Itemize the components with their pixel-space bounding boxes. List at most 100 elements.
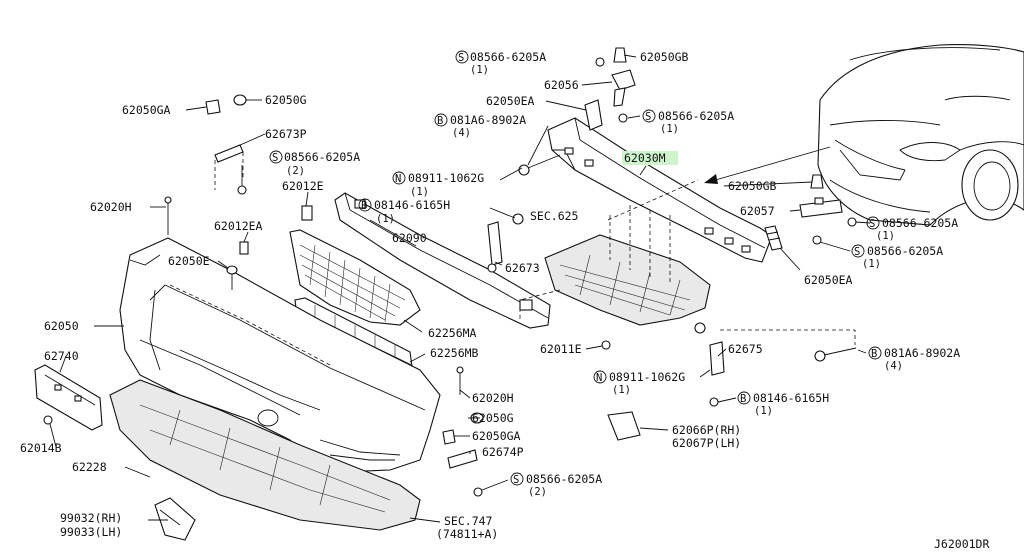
clip-62012ea <box>239 241 249 255</box>
label-08911-a: 08911-1062G <box>408 171 484 185</box>
clip-62050ga-top <box>205 99 221 115</box>
label-62066p: 62066P(RH) <box>672 423 741 437</box>
label-08566-c-qty: (1) <box>470 64 489 76</box>
label-62050: 62050 <box>44 319 79 333</box>
label-081a6-a-qty: (4) <box>452 127 471 139</box>
symbol-n: N <box>596 372 602 384</box>
symbol-b: B <box>871 348 877 360</box>
label-08566-d-qty: (1) <box>660 123 679 135</box>
clip-62050gb-right <box>810 174 824 189</box>
label-62012ea: 62012EA <box>214 219 263 233</box>
label-62050g-mid: 62050G <box>472 411 514 425</box>
label-62050ga-top: 62050GA <box>122 103 171 117</box>
label-sec747: SEC.747 <box>444 514 493 528</box>
label-62020h-mid: 62020H <box>472 391 514 405</box>
label-62050e: 62050E <box>168 254 210 268</box>
symbol-s: S <box>645 111 651 123</box>
label-62674p: 62674P <box>482 445 524 459</box>
symbol-s: S <box>272 152 278 164</box>
diagram-id: J62001DR <box>934 537 989 551</box>
label-08146-a: 08146-6165H <box>374 198 450 212</box>
symbol-b: B <box>361 200 367 212</box>
label-08566-f-qty: (1) <box>862 258 881 270</box>
label-99032: 99032(RH) <box>60 511 122 525</box>
label-08566-b: 08566-6205A <box>526 472 602 486</box>
label-62673: 62673 <box>505 261 540 275</box>
under-cover-62228 <box>109 379 421 531</box>
label-62050gb-right: 62050GB <box>728 179 777 193</box>
label-081a6-a: 081A6-8902A <box>450 113 526 127</box>
label-62057: 62057 <box>740 204 775 218</box>
label-62090: 62090 <box>392 231 427 245</box>
symbol-n: N <box>395 173 401 185</box>
car-silhouette <box>817 44 1024 226</box>
clip-62050ga-mid <box>442 429 456 445</box>
label-62050g-top: 62050G <box>265 93 307 107</box>
symbol-b: B <box>437 115 443 127</box>
clip-62014b <box>43 415 53 425</box>
label-62673p: 62673P <box>265 127 307 141</box>
label-08911-b: 08911-1062G <box>609 370 685 384</box>
label-62675: 62675 <box>728 342 763 356</box>
bracket-62673 <box>487 221 503 266</box>
label-08566-e-qty: (1) <box>876 230 895 242</box>
bracket-62050ea-right <box>764 225 783 251</box>
label-62012e: 62012E <box>282 179 324 193</box>
label-08566-a-qty: (2) <box>286 165 305 177</box>
label-08146-b-qty: (1) <box>754 405 773 417</box>
grille-62256ma <box>289 229 421 326</box>
label-62030m: 62030M <box>624 151 666 165</box>
label-62014b: 62014B <box>20 441 62 455</box>
highlight-62030m <box>622 151 678 165</box>
symbol-b: B <box>740 393 746 405</box>
label-08566-d: 08566-6205A <box>658 109 734 123</box>
label-62067p: 62067P(LH) <box>672 436 741 450</box>
fasteners <box>164 57 857 497</box>
label-62228: 62228 <box>72 460 107 474</box>
bracket-62674p <box>447 449 478 469</box>
support-frame <box>544 205 711 326</box>
clip-62050gb-top <box>613 47 627 63</box>
bracket-62057 <box>799 197 843 218</box>
symbol-s: S <box>513 474 519 486</box>
label-62011e: 62011E <box>540 342 582 356</box>
reinforcement-62030m <box>547 117 773 263</box>
label-08911-b-qty: (1) <box>612 384 631 396</box>
symbol-s: S <box>458 52 464 64</box>
license-bracket-62740 <box>34 364 103 431</box>
leader-lines <box>49 54 871 523</box>
absorber-62090 <box>334 192 551 329</box>
splitter-99032 <box>154 497 196 541</box>
label-08566-a: 08566-6205A <box>284 150 360 164</box>
label-08566-e: 08566-6205A <box>882 216 958 230</box>
label-08146-a-qty: (1) <box>376 213 395 225</box>
symbol-s: S <box>869 218 875 230</box>
direction-arrow <box>704 146 831 184</box>
label-62050ea-right: 62050EA <box>804 273 853 287</box>
label-08911-a-qty: (1) <box>410 186 429 198</box>
bracket-62056 <box>611 69 636 107</box>
clip-62050e <box>226 265 238 290</box>
label-62740: 62740 <box>44 349 79 363</box>
label-62050ga-mid: 62050GA <box>472 429 521 443</box>
bracket-62675 <box>709 341 725 376</box>
label-62020h-top: 62020H <box>90 200 132 214</box>
label-62256mb: 62256MB <box>430 346 479 360</box>
label-08566-b-qty: (2) <box>528 486 547 498</box>
clip-62050g-top <box>233 94 247 106</box>
bracket-62673p <box>214 144 244 190</box>
label-62050gb-top: 62050GB <box>640 50 689 64</box>
label-sec625: SEC.625 <box>530 209 578 223</box>
bracket-62050ea-top <box>584 99 603 131</box>
label-08566-c: 08566-6205A <box>470 50 546 64</box>
label-62256ma: 62256MA <box>428 326 477 340</box>
label-08566-f: 08566-6205A <box>867 244 943 258</box>
label-62050ea-top: 62050EA <box>486 94 535 108</box>
label-081a6-b: 081A6-8902A <box>884 346 960 360</box>
label-99033: 99033(LH) <box>60 525 122 539</box>
bracket-62066p <box>607 411 641 441</box>
clip-62012e <box>301 205 313 221</box>
symbol-s: S <box>854 246 860 258</box>
label-sec747-sub: (74811+A) <box>436 527 498 541</box>
